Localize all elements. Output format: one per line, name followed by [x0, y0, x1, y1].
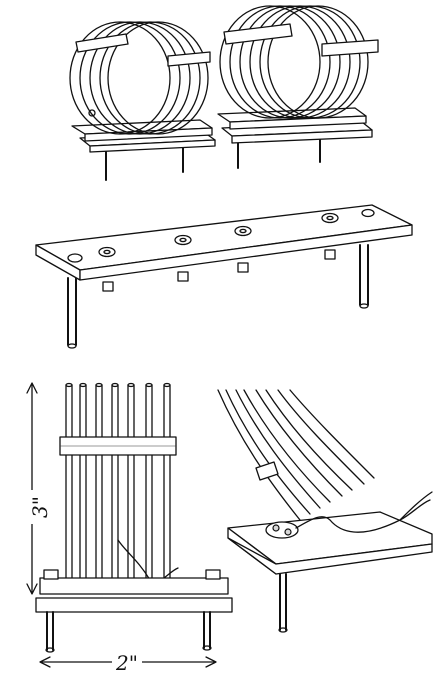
- coil-assembly-left: [69, 21, 216, 181]
- rod-frame-front-view: 3" 2": [22, 382, 233, 675]
- width-dimension-label: 2": [115, 651, 138, 675]
- height-dimension-label: 3": [28, 496, 52, 518]
- terminal-detail-view: [217, 389, 433, 633]
- terminal-board: [35, 204, 413, 349]
- coil-assembly-right: [217, 5, 379, 169]
